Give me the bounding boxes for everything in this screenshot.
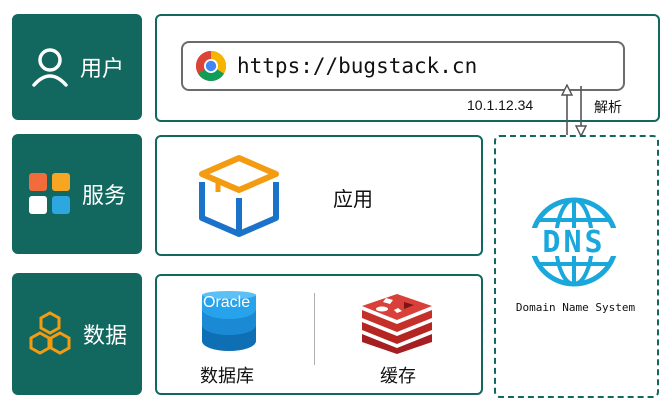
- data-divider: [314, 293, 315, 365]
- redis-icon: [360, 288, 434, 354]
- dns-panel: [494, 135, 659, 398]
- globe-icon: [528, 196, 620, 288]
- tier-data: 数据: [12, 273, 142, 395]
- browser-address-bar[interactable]: https://bugstack.cn: [181, 41, 625, 91]
- resolve-arrows: [560, 84, 588, 138]
- dns-caption: Domain Name System: [515, 301, 636, 314]
- box-icon: [196, 152, 282, 238]
- tier-user-label: 用户: [79, 57, 124, 82]
- hexagon-cluster-icon: [27, 311, 73, 357]
- chrome-icon: [195, 50, 227, 82]
- service-panel: [155, 135, 483, 256]
- url-text: https://bugstack.cn: [237, 54, 478, 78]
- resolved-ip: 10.1.12.34: [467, 97, 534, 113]
- app-label: 应用: [333, 187, 373, 211]
- user-icon: [30, 45, 70, 89]
- tier-data-label: 数据: [82, 324, 127, 349]
- cache-label: 缓存: [380, 366, 416, 387]
- tier-service: 服务: [12, 134, 142, 254]
- database-icon: [200, 291, 258, 355]
- tier-user: 用户: [12, 14, 142, 120]
- resolve-label: 解析: [594, 100, 622, 116]
- database-badge: Oracle: [203, 294, 251, 311]
- dns-logo-text: DNS: [542, 225, 606, 260]
- tier-service-label: 服务: [81, 184, 126, 209]
- database-label: 数据库: [200, 366, 254, 387]
- app-grid-icon: [28, 172, 72, 216]
